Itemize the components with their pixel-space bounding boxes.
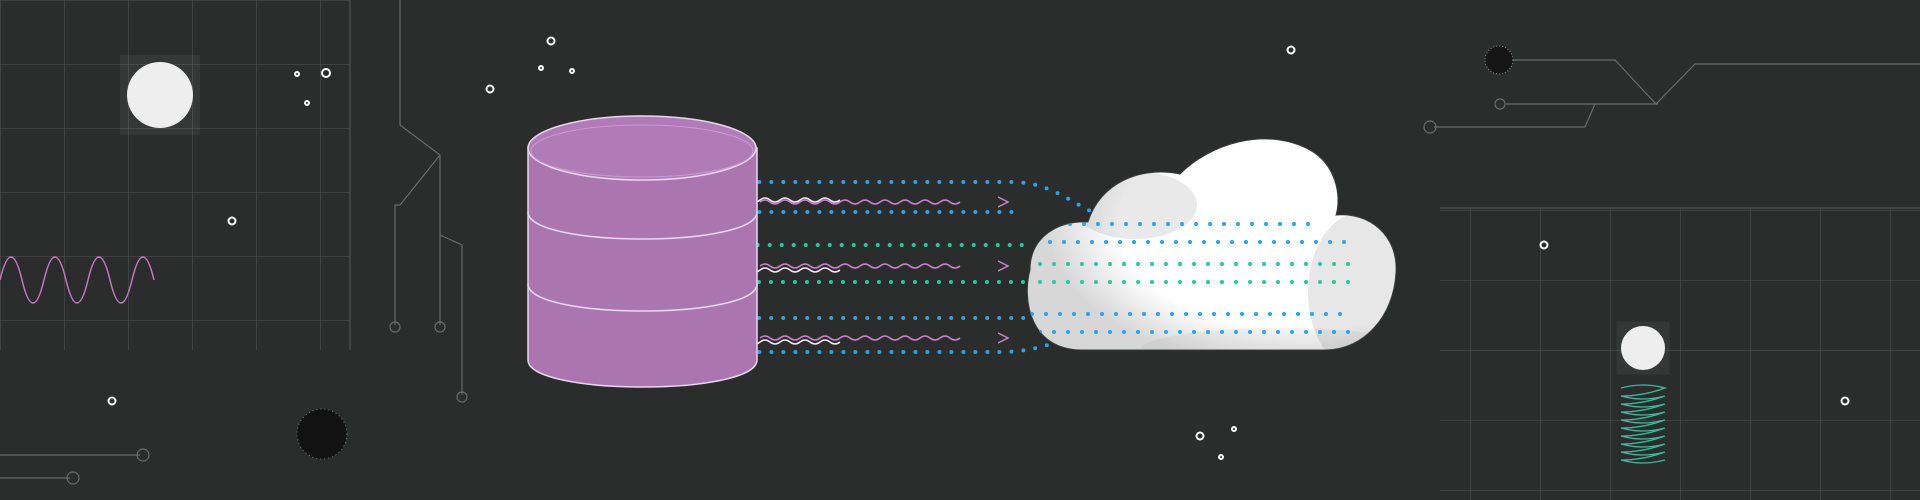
pink-wave xyxy=(0,256,155,304)
left-grid xyxy=(0,0,351,350)
database-icon xyxy=(527,115,758,388)
dark-particle-sphere-icon xyxy=(296,408,348,460)
left-circuit-lines xyxy=(0,0,468,485)
decorative-rings xyxy=(107,36,1850,460)
green-coil xyxy=(1620,384,1668,464)
cloud-icon xyxy=(1026,138,1397,351)
right-circuit-lines xyxy=(1423,59,1920,134)
dark-particle-sphere-small-icon xyxy=(1484,45,1514,75)
right-grid xyxy=(1440,207,1920,500)
white-particle-sphere-small-icon xyxy=(1621,326,1665,370)
white-particle-sphere-icon xyxy=(127,62,193,128)
